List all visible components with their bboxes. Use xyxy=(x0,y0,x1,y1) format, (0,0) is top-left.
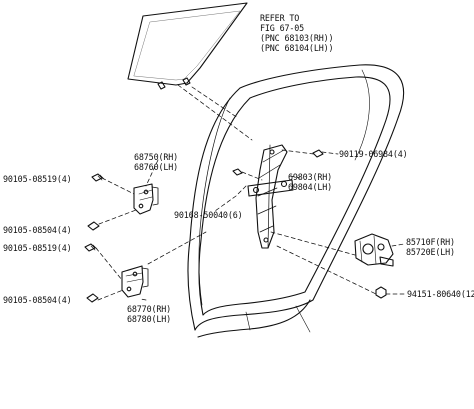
hinge-upper-lh-label[interactable]: 68760(LH) xyxy=(134,162,178,172)
clip-bottom-label[interactable]: 94151-80640(12) xyxy=(407,289,474,299)
hinge-upper-rh-label[interactable]: 68750(RH) xyxy=(134,152,178,162)
bolts xyxy=(84,149,387,303)
note-line-2: FIG 67-05 xyxy=(260,23,304,33)
bolt-regulator-top-label[interactable]: 90119-06984(4) xyxy=(339,149,408,159)
door-glass xyxy=(127,2,248,90)
hinge-lower-lh-label[interactable]: 68780(LH) xyxy=(127,314,171,324)
upper-hinge xyxy=(133,183,159,215)
note-line-3: (PNC 68103(RH)) xyxy=(260,33,333,43)
motor-rh-label[interactable]: 85710F(RH) xyxy=(406,237,455,247)
bolt-regulator-center-label[interactable]: 90168-50040(6) xyxy=(174,210,243,220)
regulator-rh-label[interactable]: 69803(RH) xyxy=(288,172,332,182)
window-regulator xyxy=(247,144,294,249)
bolt-upper-2-label[interactable]: 90105-08504(4) xyxy=(3,225,72,235)
bolt-upper-1-label[interactable]: 90105-08519(4) xyxy=(3,174,72,184)
note-line-1: REFER TO xyxy=(260,13,299,23)
door-panel xyxy=(187,64,405,338)
lower-hinge xyxy=(121,265,149,298)
leader-lines xyxy=(95,84,407,301)
regulator-lh-label[interactable]: 69804(LH) xyxy=(288,182,332,192)
window-motor xyxy=(354,233,394,267)
note-line-4: (PNC 68104(LH)) xyxy=(260,43,333,53)
hinge-lower-rh-label[interactable]: 68770(RH) xyxy=(127,304,171,314)
bolt-lower-2-label[interactable]: 90105-08504(4) xyxy=(3,295,72,305)
bolt-lower-1-label[interactable]: 90105-08519(4) xyxy=(3,243,72,253)
motor-lh-label[interactable]: 85720E(LH) xyxy=(406,247,455,257)
